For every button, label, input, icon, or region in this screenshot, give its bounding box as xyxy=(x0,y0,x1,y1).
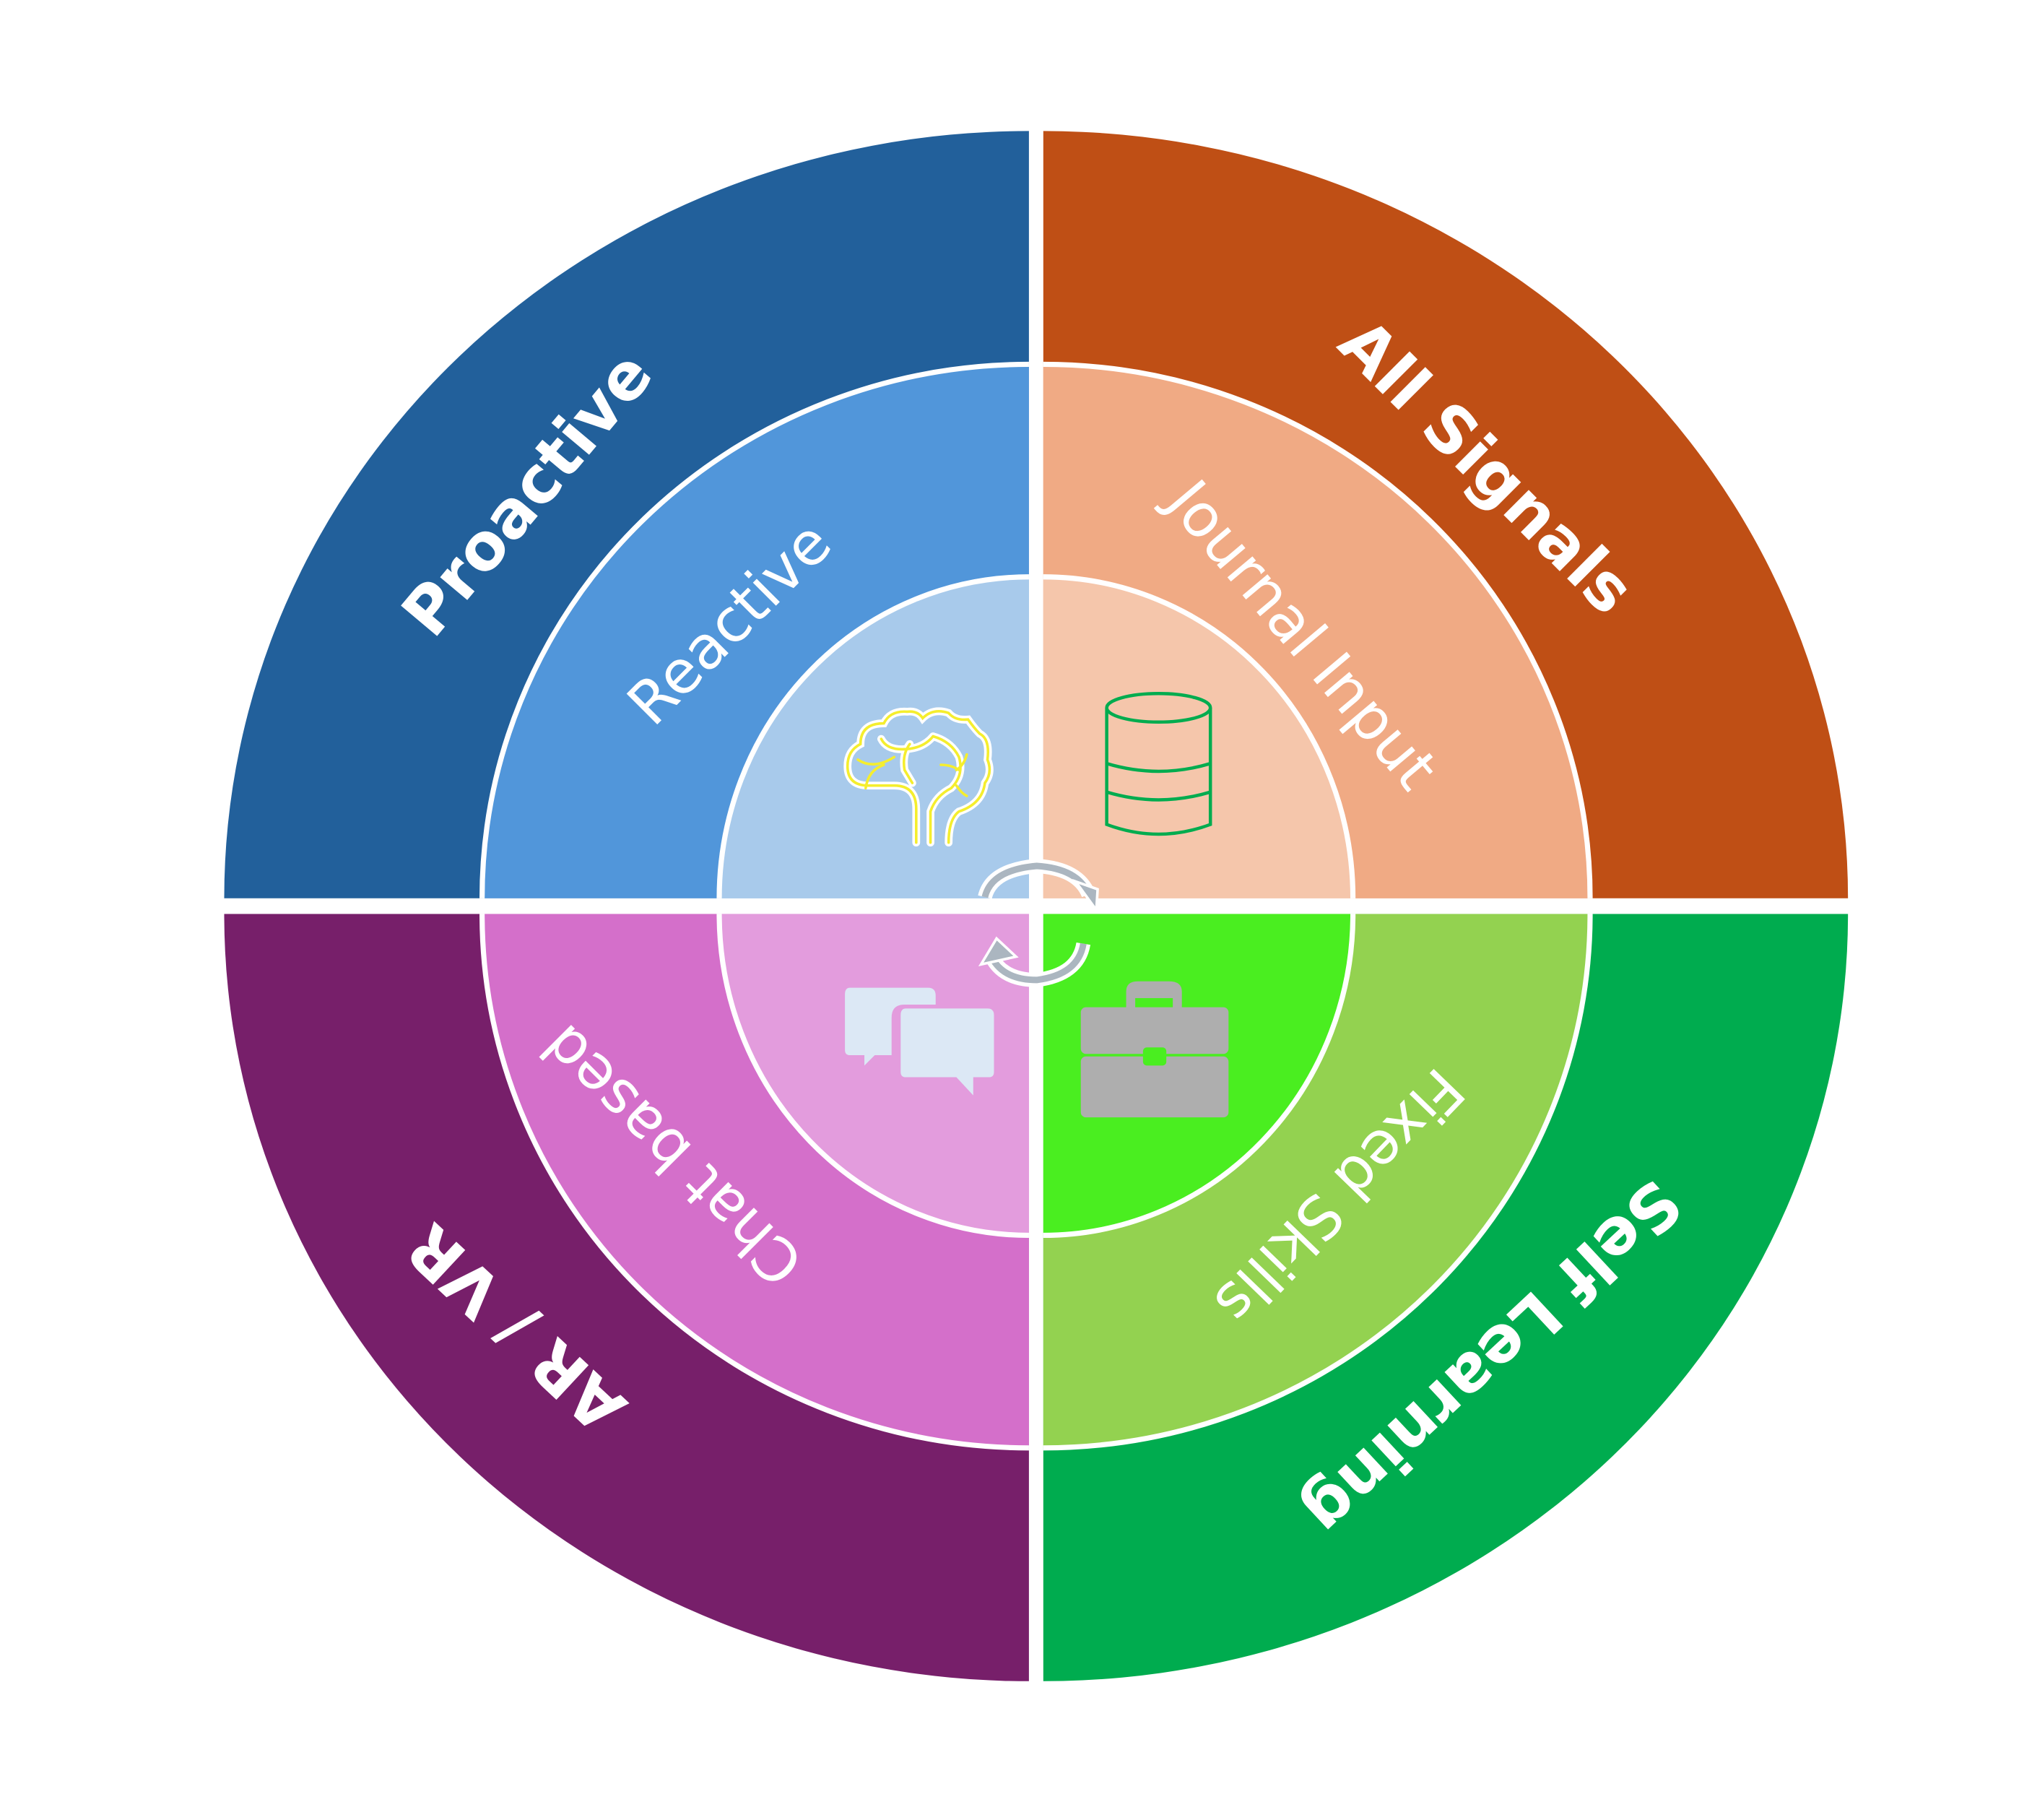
database-icon xyxy=(1105,692,1212,836)
horizontal-divider xyxy=(194,898,1880,914)
quadrant-ar-vr xyxy=(224,914,1029,1681)
briefcase-icon xyxy=(1080,981,1229,1118)
cycle-arrows-icon xyxy=(978,859,1099,987)
brain-icon xyxy=(843,707,994,847)
quadrant-all-signals xyxy=(1043,131,1848,898)
chat-bubbles-icon xyxy=(845,987,994,1096)
inner-ring-segment xyxy=(716,914,1029,1238)
vertical-divider xyxy=(1028,129,1043,1712)
inner-ring-segment xyxy=(1043,574,1356,898)
